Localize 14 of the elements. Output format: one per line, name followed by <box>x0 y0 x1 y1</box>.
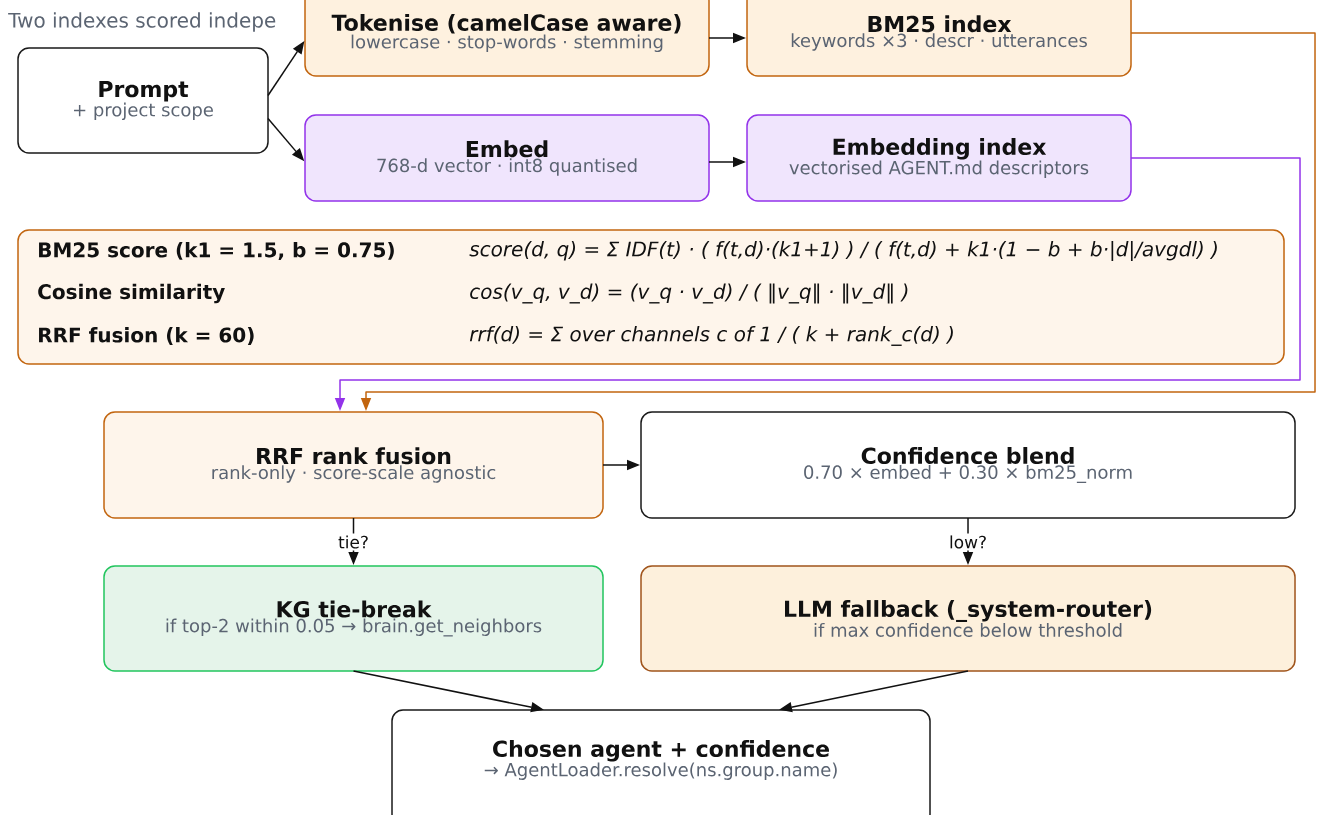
subtitle: Two indexes scored indepe <box>8 12 276 32</box>
process-box: KG tie-break if top-2 within 0.05 → brain.get_neighbors <box>103 565 604 672</box>
process-box: Embed 768-d vector · int8 quantised <box>304 114 710 202</box>
formula-panel: BM25 score (k1 = 1.5, b = 0.75) score(d, q) = Σ IDF(t) · ( f(t,d)·(k1+1) ) / ( f(t,d) + k1·(1 − b + b·|d|/avgdl) ) Cosine similarity cos(v_q, v_d) = (v_q · v_d) / ( ‖v_q‖ · ‖v_d‖ ) RRF fusion (k = 60) rrf(d) = Σ over channels c of 1 / ( k + rank_c(d) ) <box>17 229 1285 365</box>
edge-label: tie? <box>336 533 371 551</box>
index-box: Embedding index vectorised AGENT.md descriptors <box>746 114 1132 202</box>
process-box: LLM fallback (_system-router) if max confidence below threshold <box>640 565 1296 672</box>
edge-label: low? <box>947 533 990 551</box>
index-box: BM25 index keywords ×3 · descr · utterances <box>746 0 1132 77</box>
process-box: RRF rank fusion rank-only · score-scale agnostic <box>103 411 604 519</box>
output-box: Chosen agent + confidence → AgentLoader.resolve(ns.group.name) <box>391 709 931 815</box>
process-box: Tokenise (camelCase aware) lowercase · stop-words · stemming <box>304 0 710 77</box>
input-box: Prompt + project scope <box>17 47 269 154</box>
process-box: Confidence blend 0.70 × embed + 0.30 × bm25_norm <box>640 411 1296 519</box>
